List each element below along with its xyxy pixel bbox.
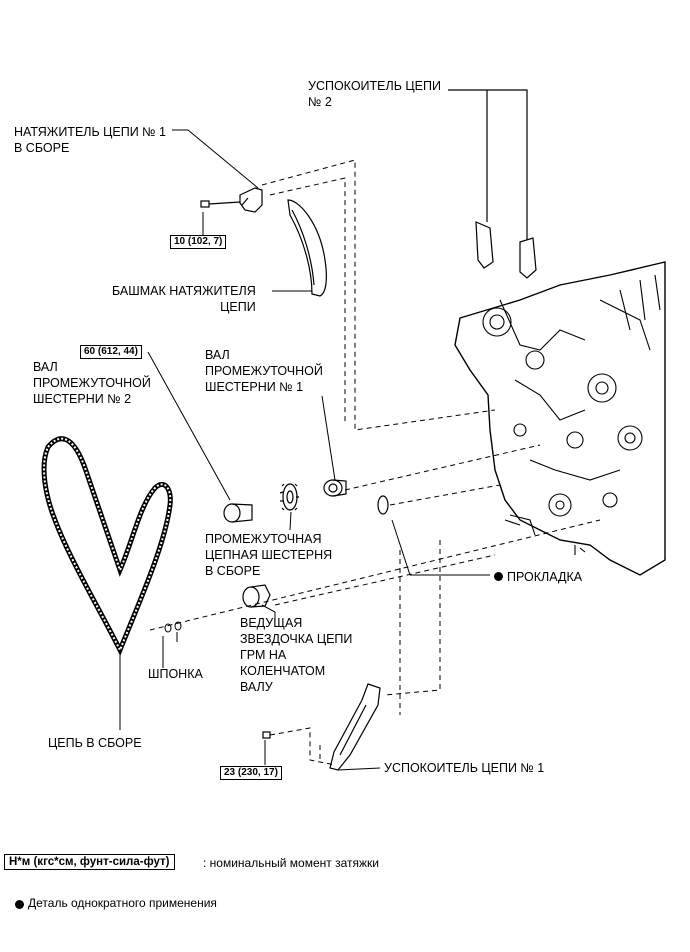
idle-shaft-1-part [323, 479, 347, 497]
label-idle-gear: ПРОМЕЖУТОЧНАЯ ЦЕПНАЯ ШЕСТЕРНЯ В СБОРЕ [205, 532, 333, 578]
gasket-part [377, 495, 389, 515]
label-idle-shaft-2: ВАЛ ПРОМЕЖУТОЧНОЙ ШЕСТЕРНИ № 2 [33, 360, 151, 406]
legend-torque-description: : номинальный момент затяжки [203, 856, 379, 870]
legend-torque-unit-box: Н*м (кгс*см, фунт-сила-фут) [4, 854, 175, 870]
timing-chain [41, 436, 173, 657]
engine-block [454, 261, 666, 576]
legend-non-reusable-text: Деталь однократного применения [28, 896, 217, 910]
label-tensioner-slipper: БАШМАК НАТЯЖИТЕЛЯ ЦЕПИ [112, 284, 256, 314]
label-gasket: ПРОКЛАДКА [507, 570, 583, 584]
chain-damper-1 [262, 683, 381, 771]
label-idle-shaft-1: ВАЛ ПРОМЕЖУТОЧНОЙ ШЕСТЕРНИ № 1 [205, 348, 323, 394]
tensioner-slipper [287, 199, 327, 297]
alignment-lines [149, 159, 601, 766]
leader-lines [119, 129, 490, 771]
idle-shaft-2-part [223, 503, 253, 523]
label-chain-damper-2: УСПОКОИТЕЛЬ ЦЕПИ № 2 [308, 79, 441, 109]
label-key: ШПОНКА [148, 667, 203, 681]
legend-non-reusable-dot [15, 900, 24, 909]
torque-spec-tensioner: 10 (102, 7) [170, 235, 227, 249]
torque-spec-idle-shaft: 60 (612, 44) [80, 345, 142, 359]
idle-gear [279, 483, 299, 511]
chain-tensioner [200, 187, 263, 213]
non-reusable-marker [494, 572, 503, 581]
torque-spec-damper: 23 (230, 17) [220, 766, 282, 780]
label-chain-damper-1: УСПОКОИТЕЛЬ ЦЕПИ № 1 [384, 761, 545, 775]
label-chain-assy: ЦЕПЬ В СБОРЕ [48, 736, 142, 750]
label-tensioner-assy: НАТЯЖИТЕЛЬ ЦЕПИ № 1 В СБОРЕ [14, 125, 167, 155]
crank-sprocket [242, 584, 271, 608]
chain-damper-2 [448, 89, 537, 279]
label-crank-sprocket: ВЕДУЩАЯ ЗВЕЗДОЧКА ЦЕПИ ГРМ НА КОЛЕНЧАТОМ… [240, 616, 353, 694]
key-part [164, 621, 182, 633]
